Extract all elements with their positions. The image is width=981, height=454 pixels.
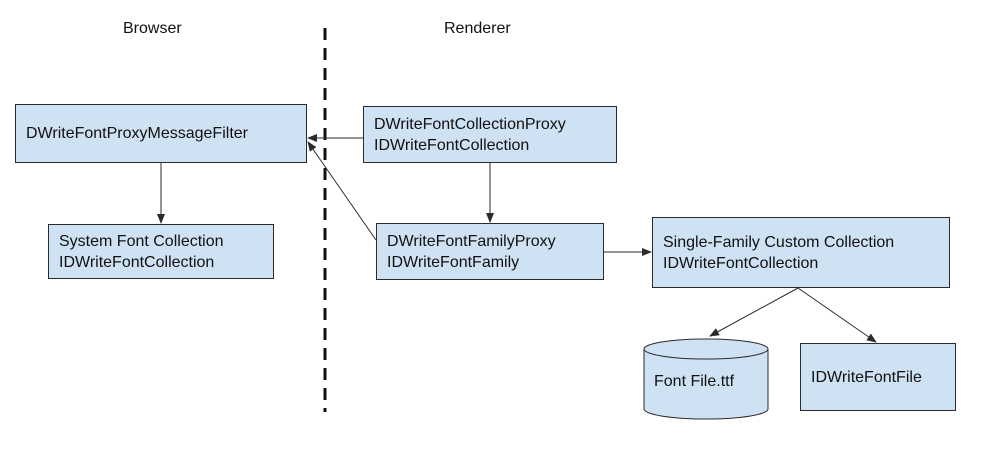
single-family-collection-title: Single-Family Custom Collection <box>663 233 895 251</box>
system-font-collection-title: System Font Collection <box>59 232 224 250</box>
system-font-collection-interface: IDWriteFontCollection <box>59 253 215 271</box>
font-collection-proxy-title: DWriteFontCollectionProxy <box>374 115 566 133</box>
browser-column-header: Browser <box>123 20 182 37</box>
font-collection-proxy-box: DWriteFontCollectionProxy IDWriteFontCol… <box>363 106 617 163</box>
font-family-proxy-interface: IDWriteFontFamily <box>387 253 520 271</box>
arrow-single-family-to-font-file-interface <box>797 287 877 343</box>
arrow-family-proxy-to-message-filter <box>307 141 377 241</box>
font-family-proxy-title: DWriteFontFamilyProxy <box>387 232 556 250</box>
proxy-message-filter-label: DWriteFontProxyMessageFilter <box>26 125 248 142</box>
font-family-proxy-box: DWriteFontFamilyProxy IDWriteFontFamily <box>376 223 604 280</box>
proxy-message-filter-box: DWriteFontProxyMessageFilter <box>15 104 307 163</box>
font-file-cylinder-shape <box>643 338 769 420</box>
arrow-single-family-to-font-file-ttf <box>709 287 799 337</box>
font-file-ttf-label: Font File.ttf <box>654 373 735 390</box>
font-collection-proxy-interface: IDWriteFontCollection <box>374 136 530 154</box>
single-family-collection-box: Single-Family Custom Collection IDWriteF… <box>652 217 950 288</box>
single-family-collection-interface: IDWriteFontCollection <box>663 254 819 272</box>
font-file-interface-label: IDWriteFontFile <box>811 368 922 386</box>
font-file-interface-box: IDWriteFontFile <box>800 343 956 411</box>
renderer-column-header: Renderer <box>444 20 511 37</box>
system-font-collection-box: System Font Collection IDWriteFontCollec… <box>48 224 274 279</box>
